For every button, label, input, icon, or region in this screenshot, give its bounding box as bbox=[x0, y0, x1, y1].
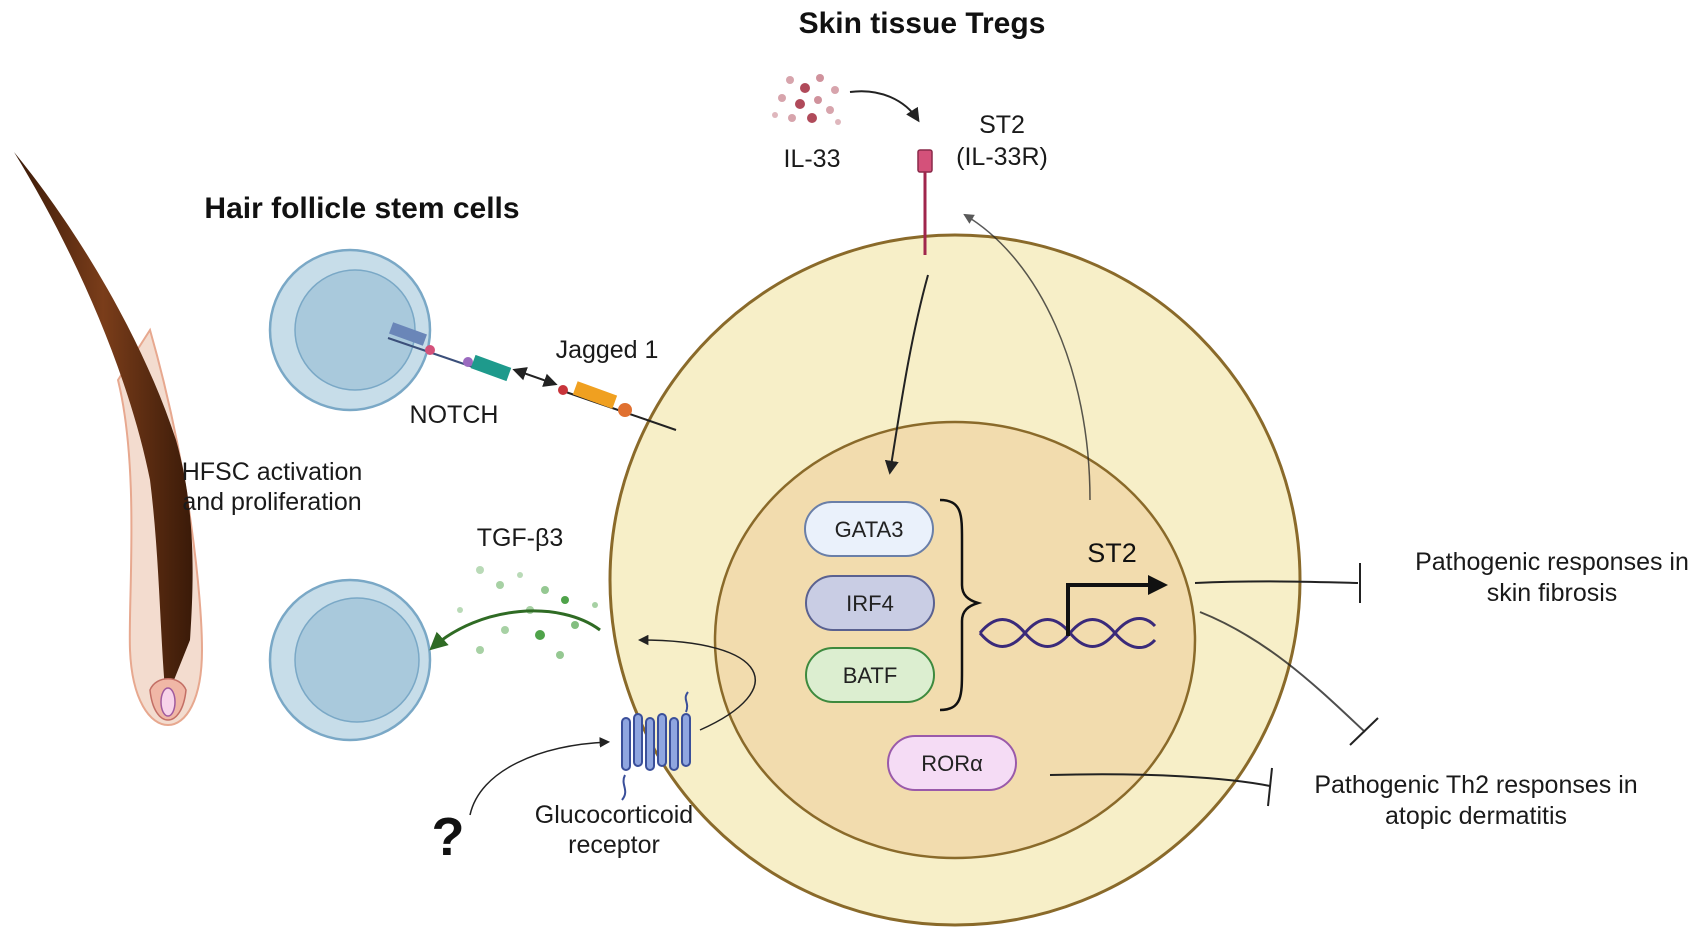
irf4-label: IRF4 bbox=[846, 591, 894, 616]
stem-cell-bottom bbox=[268, 578, 432, 742]
inhibit-atopic-diagonal bbox=[1199, 611, 1379, 746]
inhibit-fibrosis bbox=[1194, 563, 1361, 603]
st2-gene-label: ST2 bbox=[1087, 538, 1137, 568]
gr-label-2: receptor bbox=[568, 831, 660, 859]
hair-shaft bbox=[14, 152, 193, 700]
fibrosis-label-1: Pathogenic responses in bbox=[1415, 548, 1689, 576]
tgfb3-label: TGF-β3 bbox=[477, 524, 564, 552]
brace bbox=[939, 498, 983, 712]
st2-receptor-label-1: ST2 bbox=[979, 111, 1025, 139]
tregs-title: Skin tissue Tregs bbox=[799, 7, 1046, 40]
jagged1-ligand-icon bbox=[558, 381, 677, 431]
signal-arrow bbox=[884, 274, 929, 475]
gata3-label: GATA3 bbox=[835, 517, 904, 542]
glucocorticoid-receptor-icon bbox=[621, 691, 691, 801]
dermal-papilla bbox=[160, 687, 176, 717]
notch-label: NOTCH bbox=[410, 401, 499, 429]
batf-label: BATF bbox=[843, 663, 898, 688]
hfsc-activation-label-2: and proliferation bbox=[182, 488, 361, 516]
rora-label: RORα bbox=[921, 751, 983, 776]
transcription-start-arrow bbox=[1066, 575, 1168, 636]
il33-arrow bbox=[849, 90, 920, 123]
st2-expression-arrow bbox=[963, 213, 1091, 501]
batf-pill: BATF bbox=[805, 647, 935, 703]
question-mark: ? bbox=[432, 807, 465, 867]
jagged1-label: Jagged 1 bbox=[556, 336, 659, 364]
il33-dots bbox=[772, 74, 841, 125]
atopic-label-1: Pathogenic Th2 responses in bbox=[1314, 771, 1637, 799]
st2-receptor-icon bbox=[917, 149, 933, 255]
fibrosis-label-2: skin fibrosis bbox=[1487, 579, 1618, 607]
tgfb3-arrow bbox=[429, 609, 601, 651]
gr-secretion-arrow bbox=[637, 634, 756, 731]
question-arrow bbox=[469, 737, 611, 816]
il33-label: IL-33 bbox=[784, 145, 841, 173]
atopic-label-2: atopic dermatitis bbox=[1385, 802, 1567, 830]
hfsc-title: Hair follicle stem cells bbox=[204, 192, 519, 225]
rora-pill: RORα bbox=[887, 735, 1017, 791]
irf4-pill: IRF4 bbox=[805, 575, 935, 631]
gr-label-1: Glucocorticoid bbox=[535, 801, 693, 829]
inhibit-atopic-rora bbox=[1049, 767, 1273, 807]
st2-receptor-label-2: (IL-33R) bbox=[956, 143, 1048, 171]
hair-follicle bbox=[14, 152, 204, 727]
stem-cell-top bbox=[268, 248, 432, 412]
notch-receptor-icon bbox=[387, 322, 512, 382]
gata3-pill: GATA3 bbox=[804, 501, 934, 557]
hfsc-activation-label-1: HFSC activation bbox=[182, 458, 363, 486]
notch-jagged-arrow bbox=[512, 367, 558, 387]
